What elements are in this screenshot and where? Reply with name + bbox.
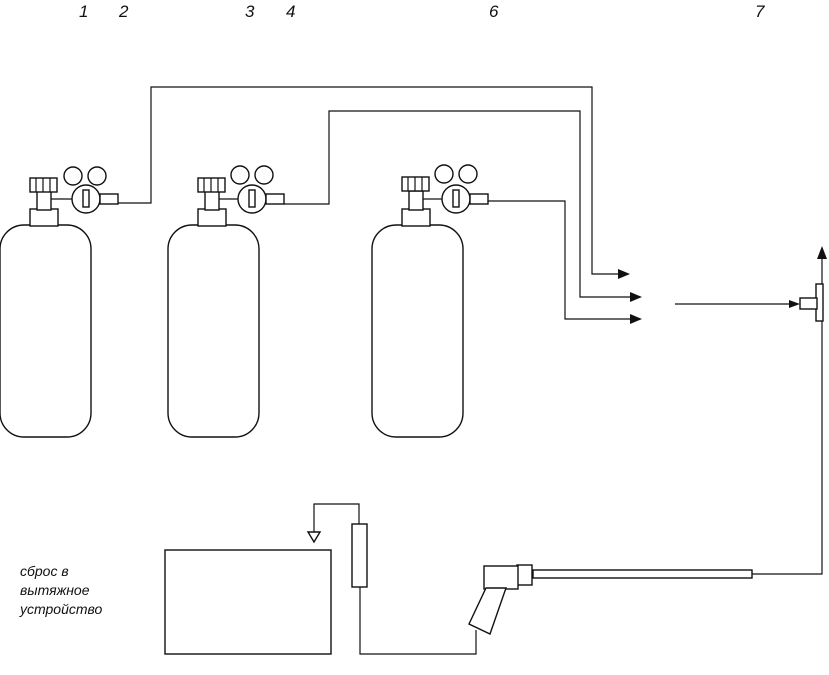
arrow-line-2 (630, 292, 642, 302)
probe-supply-line (752, 321, 823, 575)
label-1: 1 (79, 2, 89, 21)
label-4: 4 (286, 2, 296, 21)
exhaust-note-line-1: сброс в (20, 563, 69, 579)
label-2: 2 (119, 2, 129, 21)
mixer-vent-arrow (817, 246, 827, 259)
mixer-inlet-arrow (789, 300, 800, 308)
gas-cylinder-2 (167, 165, 285, 438)
label-7: 7 (755, 2, 765, 21)
gas-cylinder-1 (0, 166, 119, 438)
flow-tube (351, 523, 368, 588)
exhaust-arrow (306, 531, 322, 544)
exhaust-note-line-2: вытяжное (20, 582, 90, 598)
flow-tube-return-line (313, 503, 360, 532)
gas-line-1 (118, 86, 620, 275)
arrow-line-3 (630, 314, 642, 324)
exhaust-note-line-3: устройство (20, 601, 103, 617)
exhaust-note: сброс в вытяжное устройство (20, 562, 102, 619)
mixer-tee (799, 283, 824, 322)
gas-cylinder-3 (371, 164, 489, 438)
gas-line-2 (284, 110, 632, 298)
gas-line-3 (488, 200, 632, 320)
arrow-line-1 (618, 269, 630, 279)
label-6: 6 (489, 2, 499, 21)
sampling-probe (468, 564, 753, 635)
analyzer-box (164, 549, 332, 655)
label-3: 3 (245, 2, 255, 21)
sample-line (359, 586, 477, 655)
